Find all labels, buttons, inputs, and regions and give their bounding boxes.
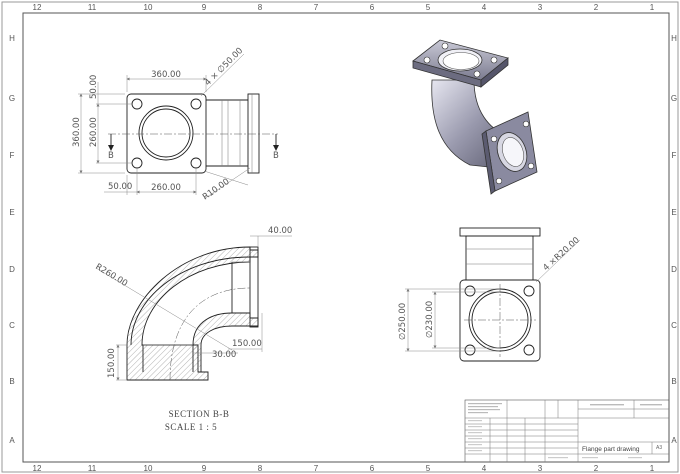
isometric-view (412, 39, 538, 195)
zone-label: 11 (88, 3, 97, 12)
dim-dia-inner: ∅230.00 (425, 301, 435, 338)
dim-radius: R10.00 (201, 177, 232, 203)
title-block-fine-print (468, 403, 662, 459)
dim-flange-thk: 40.00 (268, 226, 292, 236)
zone-label: 8 (258, 464, 263, 473)
zone-label: E (671, 208, 676, 217)
zone-label: 3 (538, 464, 543, 473)
dim-fillets: 4 ×R20.00 (541, 235, 581, 273)
dim-offset-v: 50.00 (89, 75, 99, 99)
zone-label: 7 (314, 3, 319, 12)
zone-label: B (671, 377, 676, 386)
zone-label: 12 (33, 3, 42, 12)
zone-label: 6 (370, 3, 375, 12)
zone-label: 8 (258, 3, 263, 12)
section-view: 40.00 R260.00 150.00 30.00 150.00 SECTIO… (93, 226, 292, 432)
section-scale: SCALE 1 : 5 (165, 422, 217, 432)
dim-wall: 30.00 (212, 350, 236, 360)
zone-label: 10 (144, 464, 153, 473)
zone-label: 1 (650, 3, 655, 12)
title-block: Flange part drawing A3 (464, 399, 670, 463)
zone-label: C (671, 321, 677, 330)
zone-label: 6 (370, 464, 375, 473)
inner-border (22, 12, 670, 463)
zone-label: 4 (482, 3, 487, 12)
dim-holes: 4 × ∅50.00 (203, 46, 245, 88)
drawing-title: Flange part drawing (582, 446, 640, 453)
zone-bottom-labels: 12 11 10 9 8 7 6 5 4 3 2 1 (33, 464, 655, 473)
zone-label: C (9, 321, 15, 330)
zone-label: 3 (538, 3, 543, 12)
zone-label: B (9, 377, 14, 386)
zone-label: D (9, 265, 15, 274)
zone-label: 2 (594, 464, 599, 473)
section-caption: SECTION B-B (169, 409, 230, 419)
zone-label: 5 (426, 3, 431, 12)
dim-offset-h: 50.00 (108, 182, 132, 192)
dim-width: 360.00 (151, 70, 181, 80)
zone-left-labels: H G F E D C B A (9, 34, 15, 445)
zone-label: D (671, 265, 677, 274)
zone-label: 5 (426, 464, 431, 473)
zone-label: H (9, 34, 15, 43)
zone-label: 9 (202, 3, 207, 12)
section-label-right: B (273, 151, 279, 161)
zone-label: F (672, 151, 677, 160)
zone-label: H (671, 34, 677, 43)
dim-dia-outer: ∅250.00 (398, 303, 408, 340)
zone-label: 10 (144, 3, 153, 12)
zone-label: A (9, 436, 15, 445)
zone-label: F (10, 151, 15, 160)
zone-label: 7 (314, 464, 319, 473)
dim-inner-v: 260.00 (89, 117, 99, 147)
dim-flange-h: 150.00 (232, 339, 262, 349)
zone-label: 4 (482, 464, 487, 473)
zone-label: 9 (202, 464, 207, 473)
zone-label: G (671, 94, 677, 103)
zone-label: 12 (33, 464, 42, 473)
dim-bend-radius: R260.00 (93, 262, 129, 289)
zone-right-labels: H G F E D C B A (671, 34, 677, 445)
zone-label: 1 (650, 464, 655, 473)
zone-label: 2 (594, 3, 599, 12)
section-label-left: B (108, 151, 114, 161)
zone-top-labels: 12 11 10 9 8 7 6 5 4 3 2 1 (33, 3, 655, 12)
side-view: 4 ×R20.00 ∅250.00 ∅230.00 (398, 227, 582, 362)
zone-label: A (671, 436, 677, 445)
top-view: B B 360.00 4 × ∅50.00 360.00 260.00 50.0… (72, 46, 279, 203)
dim-inner-h: 260.00 (151, 183, 181, 193)
dim-base-h: 150.00 (107, 348, 117, 378)
zone-label: G (9, 94, 15, 103)
zone-label: 11 (88, 464, 97, 473)
zone-label: E (9, 208, 14, 217)
dim-height: 360.00 (72, 117, 82, 147)
sheet-size: A3 (656, 445, 662, 451)
